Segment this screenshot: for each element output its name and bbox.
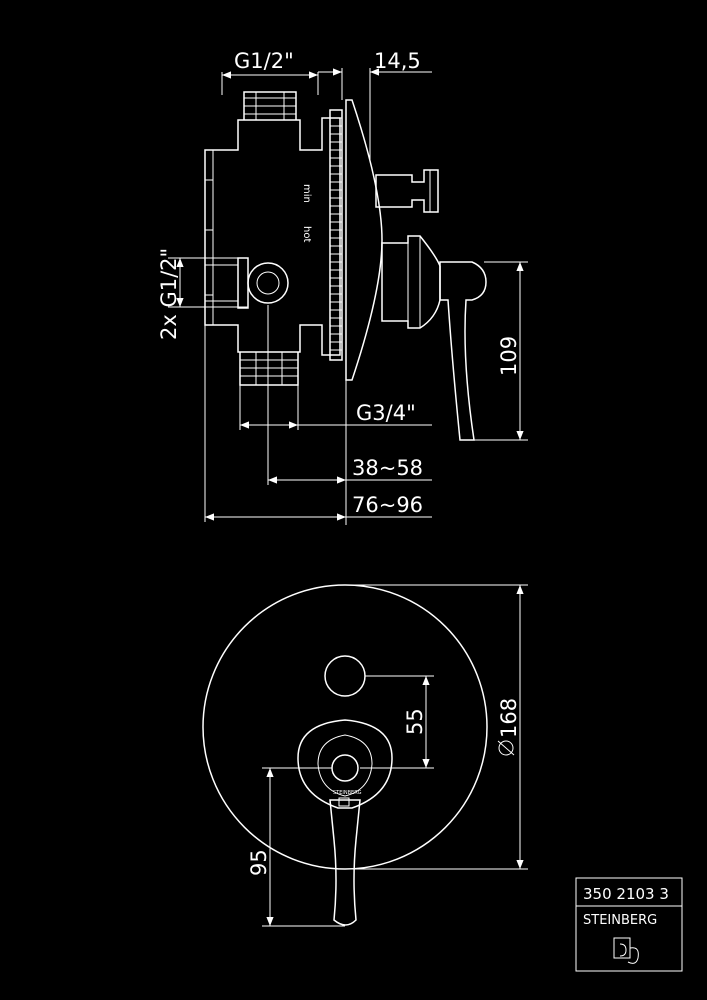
diverter-button-front (324, 655, 366, 697)
title-block: 350 2103 3 STEINBERG (575, 877, 683, 972)
dim-95: 95 (247, 849, 271, 876)
front-view: STEINBERG 55 168 95 (202, 584, 528, 927)
side-inlet (247, 262, 289, 304)
dim-109: 109 (497, 336, 521, 376)
thread-band (329, 109, 343, 361)
product-code: 350 2103 3 (583, 885, 669, 903)
handle-escutcheon (297, 719, 393, 809)
dim-14-5: 14,5 (374, 49, 421, 73)
dim-55: 55 (403, 708, 427, 735)
lever-hub (331, 754, 359, 782)
handle-brand-mark: STEINBERG (333, 790, 362, 796)
cover-plate-front (202, 584, 488, 870)
lever-side (439, 261, 487, 441)
dim-g34: G3/4" (356, 401, 416, 425)
label-hot: hot (301, 226, 312, 242)
brand-name: STEINBERG (583, 913, 657, 928)
handle-base-side (381, 235, 441, 329)
lever-front (329, 799, 361, 926)
diverter-knob-side (375, 169, 439, 213)
label-min: min (301, 184, 312, 203)
dim-g12-top: G1/2" (234, 49, 294, 73)
brand-logo-icon (613, 937, 639, 964)
dim-2x-g12: 2x G1/2" (157, 248, 181, 340)
valve-body (204, 117, 341, 356)
diameter-symbol (497, 740, 515, 756)
dim-168: 168 (497, 698, 521, 738)
side-view: min hot G1/2" 14,5 2x G1/2" 109 G3/4" (157, 49, 528, 525)
dim-38-58: 38~58 (352, 456, 423, 480)
cover-plate-side (345, 99, 383, 381)
dim-76-96: 76~96 (352, 493, 423, 517)
